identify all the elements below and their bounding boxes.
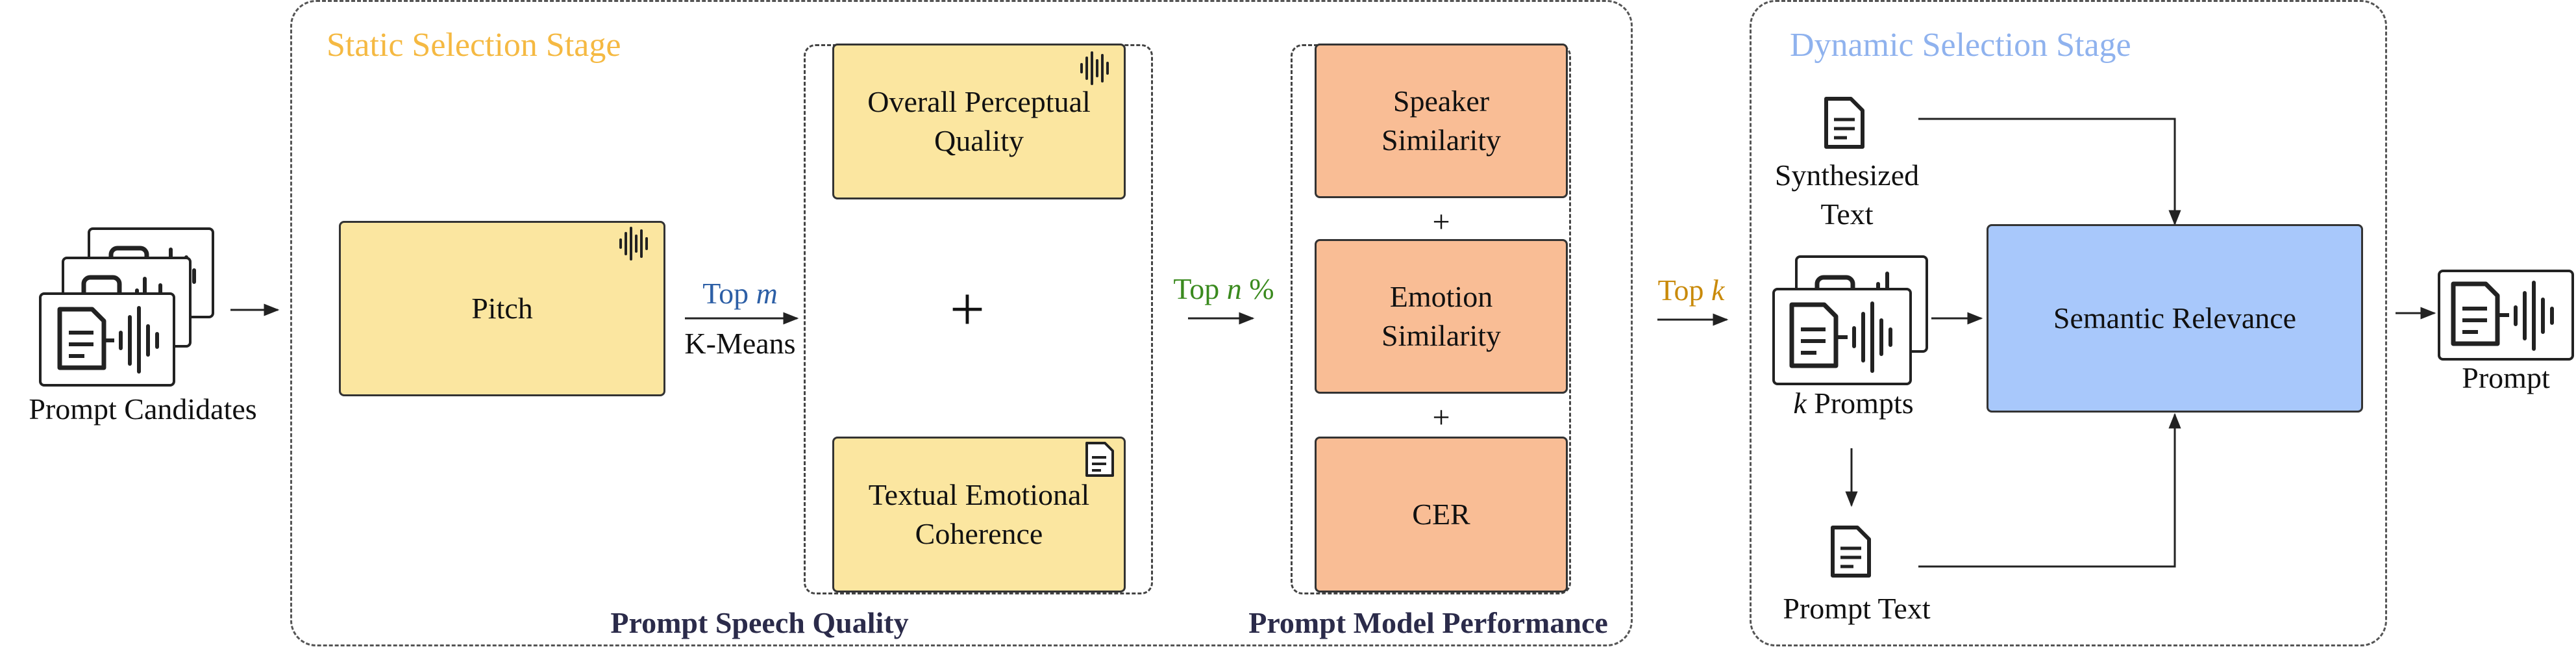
speech-quality-group-label: Prompt Speech Quality [610,606,909,639]
synthesized-text-label: Synthesized Text [1774,159,1920,231]
prompt-card-icon [57,306,159,374]
output-prompt-label: Prompt [2462,361,2550,394]
pitch-box: Pitch [339,221,665,396]
dynamic-stage-title: Dynamic Selection Stage [1790,27,2131,64]
top-m-label: Top m [702,277,778,310]
k-prompts-label: k Prompts [1793,387,1914,420]
prompt-card-icon [1789,301,1892,373]
top-k-label: Top k [1657,274,1725,307]
speaker-similarity-box: Speaker Similarity [1315,44,1568,198]
document-icon [1824,97,1864,149]
overall-quality-label: Overall Perceptual Quality [867,85,1091,157]
cer-label: CER [1412,498,1470,531]
audio-waveform-icon [619,227,648,261]
dynamic-selection-stage [1750,0,2387,646]
overall-quality-box: Overall Perceptual Quality [832,44,1126,199]
arrow-synth-to-semantic [1918,118,2181,226]
audio-waveform-icon [1080,51,1109,85]
model-performance-group-label: Prompt Model Performance [1248,606,1608,639]
static-selection-stage [290,0,1633,646]
candidate-card-front [39,292,175,387]
plus-sign: + [1432,400,1450,435]
k-prompt-card-front [1772,288,1912,385]
prompt-text-label: Prompt Text [1783,592,1931,625]
textual-emotion-box: Textual Emotional Coherence [832,437,1126,592]
arrow-prompt-text-to-semantic [1918,413,2181,568]
cer-box: CER [1315,437,1568,592]
semantic-relevance-label: Semantic Relevance [2053,301,2297,335]
static-stage-title: Static Selection Stage [327,27,621,64]
prompt-candidates-label: Prompt Candidates [29,392,257,426]
semantic-relevance-box: Semantic Relevance [1987,224,2363,413]
document-icon [1831,526,1871,578]
top-n-label: Top n % [1173,272,1274,305]
plus-sign: + [949,274,985,344]
textual-emotion-label: Textual Emotional Coherence [868,478,1090,550]
plus-sign: + [1432,205,1450,239]
document-icon [1085,442,1114,477]
kmeans-label: K-Means [684,327,796,360]
prompt-card-icon [2451,281,2554,351]
speaker-similarity-label: Speaker Similarity [1381,84,1501,157]
output-prompt-card [2438,270,2574,361]
emotion-similarity-box: Emotion Similarity [1315,239,1568,394]
pitch-label: Pitch [471,292,533,325]
emotion-similarity-label: Emotion Similarity [1381,280,1501,352]
